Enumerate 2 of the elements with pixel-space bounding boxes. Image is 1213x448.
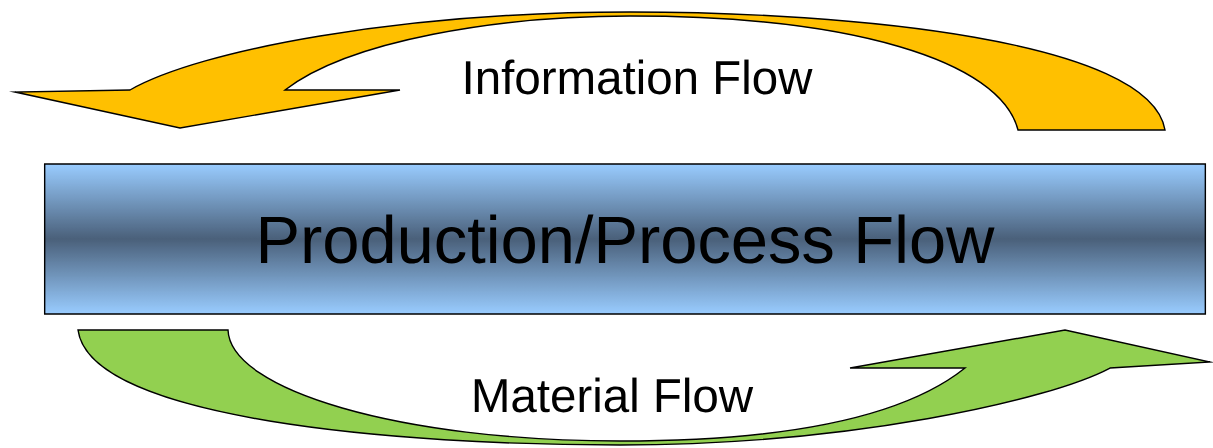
arrow-label: Material Flow: [474, 377, 754, 413]
process-box: Production/Process Flow: [43, 163, 1207, 315]
